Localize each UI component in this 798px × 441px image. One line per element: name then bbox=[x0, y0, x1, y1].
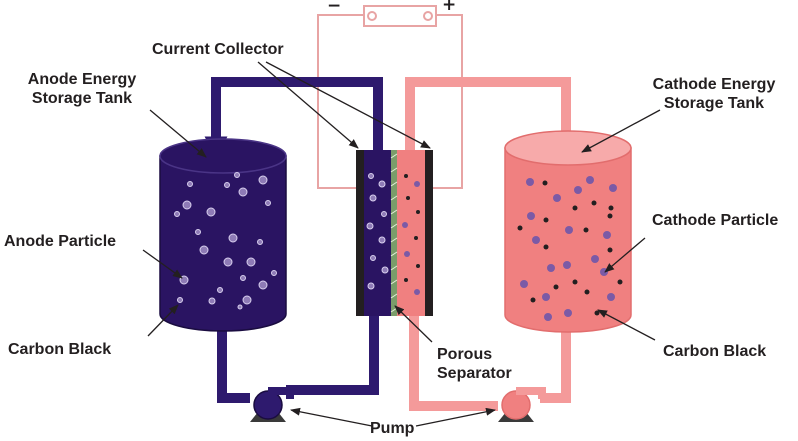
anode-tank-particles bbox=[174, 172, 277, 310]
porous-separator-label-line2: Separator bbox=[437, 365, 512, 382]
callout-lines bbox=[142, 61, 661, 427]
anode-tank-label-line1: Anode Energy bbox=[27, 71, 137, 88]
battery-terminal-icon bbox=[363, 5, 437, 27]
cell-anode-particles bbox=[366, 173, 389, 290]
cathode-storage-tank bbox=[504, 130, 632, 333]
porous-separator-label-line1: Porous bbox=[437, 346, 493, 363]
carbon-black-label-right: Carbon Black bbox=[663, 343, 767, 360]
cathode-flow-pipe bbox=[405, 77, 571, 411]
anode-tank-label-line2: Storage Tank bbox=[31, 90, 133, 107]
separator-hatching bbox=[390, 153, 398, 313]
anode-particle-label: Anode Particle bbox=[4, 233, 117, 250]
cathode-pump-icon bbox=[498, 387, 546, 422]
porous-separator-label: Porous Separator bbox=[437, 345, 512, 383]
carbon-black-label-left: Carbon Black bbox=[8, 341, 112, 358]
cathode-tank-label-line2: Storage Tank bbox=[663, 95, 765, 112]
electrochemical-cell bbox=[356, 150, 433, 316]
positive-terminal-label: + bbox=[442, 0, 457, 15]
anode-storage-tank bbox=[159, 138, 287, 332]
cathode-tank-carbon-particles bbox=[517, 180, 623, 316]
anode-pump-icon bbox=[250, 387, 294, 422]
external-circuit-wire bbox=[317, 14, 463, 189]
negative-terminal-label: − bbox=[327, 0, 342, 16]
anode-flow-pipe bbox=[211, 77, 383, 403]
cathode-particle-label: Cathode Particle bbox=[652, 212, 779, 229]
anode-tank-label: Anode Energy Storage Tank bbox=[2, 70, 162, 108]
current-collector-label: Current Collector bbox=[152, 41, 284, 58]
cell-cathode-particles bbox=[402, 174, 420, 295]
cathode-tank-label-line1: Cathode Energy bbox=[652, 76, 776, 93]
pump-label: Pump bbox=[370, 420, 415, 437]
cathode-tank-purple-particles bbox=[520, 176, 617, 321]
cathode-tank-label: Cathode Energy Storage Tank bbox=[630, 75, 798, 113]
